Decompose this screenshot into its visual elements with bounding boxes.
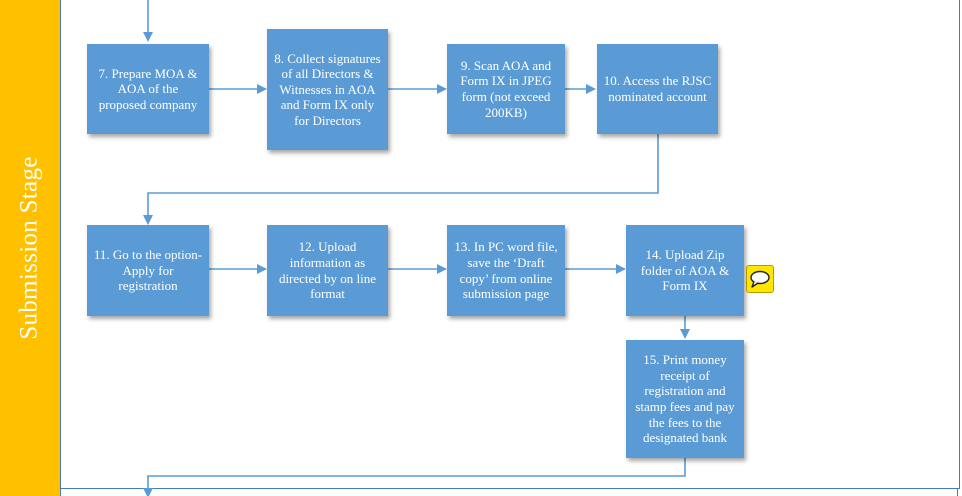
step-12-box: 12. Upload information as directed by on… xyxy=(267,225,388,316)
step-7-text: 7. Prepare MOA & AOA of the proposed com… xyxy=(98,65,198,112)
step-8-box: 8. Collect signatures of all Directors &… xyxy=(267,29,388,150)
step-9-text: 9. Scan AOA and Form IX in JPEG form (no… xyxy=(460,57,552,120)
step-11-box: 11. Go to the option- Apply for registra… xyxy=(87,225,209,316)
swimlane-label: Submission Stage xyxy=(0,0,60,496)
step-10-text: 10. Access the RJSC nominated account xyxy=(603,73,712,104)
step-14-box: 14. Upload Zip folder of AOA & Form IX xyxy=(626,225,744,316)
step-7-box: 7. Prepare MOA & AOA of the proposed com… xyxy=(87,44,209,134)
speech-bubble-icon[interactable] xyxy=(746,265,774,293)
step-11-text: 11. Go to the option- Apply for registra… xyxy=(93,247,203,294)
step-9-box: 9. Scan AOA and Form IX in JPEG form (no… xyxy=(447,44,565,134)
step-15-box: 15. Print money receipt of registration … xyxy=(626,340,744,458)
step-12-text: 12. Upload information as directed by on… xyxy=(278,239,377,302)
step-8-text: 8. Collect signatures of all Directors &… xyxy=(274,50,381,128)
step-13-box: 13. In PC word file, save the ‘Draft cop… xyxy=(447,225,565,316)
swimlane-title: Submission Stage xyxy=(16,156,44,340)
step-14-text: 14. Upload Zip folder of AOA & Form IX xyxy=(640,247,730,294)
step-13-text: 13. In PC word file, save the ‘Draft cop… xyxy=(454,239,558,302)
step-15-text: 15. Print money receipt of registration … xyxy=(635,352,735,446)
next-lane-strip xyxy=(0,488,962,496)
step-10-box: 10. Access the RJSC nominated account xyxy=(597,44,718,134)
